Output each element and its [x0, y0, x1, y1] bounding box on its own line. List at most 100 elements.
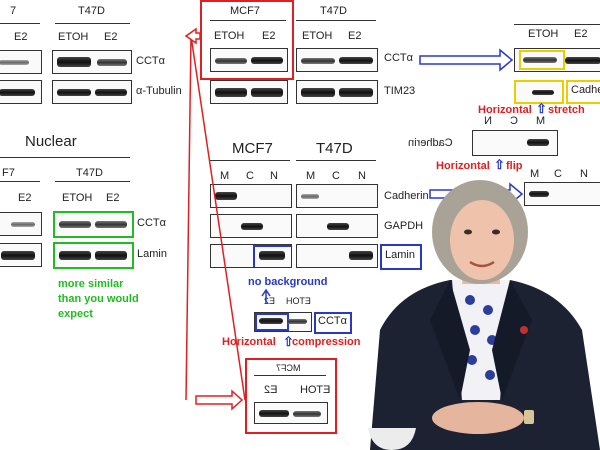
lane-m: M: [530, 168, 540, 180]
blot-tubulin-left: [0, 80, 42, 104]
face: [450, 200, 514, 280]
nuclear-sub-line-left: [0, 181, 40, 182]
label-small-cct: CCTα: [318, 315, 347, 327]
lane-m: M: [220, 170, 230, 182]
nuclear-partial-label: F7: [2, 167, 15, 179]
lane-c: C: [246, 170, 254, 182]
nuclear-lane-e2: E2: [18, 192, 32, 204]
blot-cadherin-t47d: [296, 184, 378, 208]
blue-hollow-arrow-icon: [419, 48, 514, 72]
lane-e2: E2: [14, 31, 28, 43]
lapel-pin: [520, 326, 528, 334]
blot-mirrored-cadherin: [472, 130, 558, 156]
label-lamin: Lamin: [385, 249, 415, 261]
label-cct: CCTα: [136, 55, 165, 67]
blot-t47d-tim23: [296, 80, 378, 104]
blot-t47d-cct: [296, 48, 378, 72]
lane-c: C: [332, 170, 340, 182]
lane-e2: E2: [574, 28, 588, 40]
label-cadherin-partial: Cadhe: [571, 84, 600, 96]
blot-cct-right: [52, 50, 132, 74]
nuclear-sub-line-right: [55, 181, 130, 182]
up-arrow-icon: ⇧: [283, 334, 294, 349]
lane-n: N: [270, 170, 278, 182]
mirrored-header-line: [254, 375, 326, 376]
label-gapdh: GAPDH: [384, 220, 424, 232]
red-hollow-arrow-icon: [195, 389, 244, 411]
label-nuclear-cct: CCTα: [137, 217, 166, 229]
header-t47d: T47D: [320, 5, 347, 17]
label-cadherin: Cadherin: [384, 190, 429, 202]
up-arrow-icon: ⇧: [494, 157, 505, 172]
blot-nuclear-cct-left: [0, 212, 42, 236]
lane-c: C: [554, 168, 562, 180]
up-arrow-icon: ⇧: [536, 101, 547, 116]
teacup: [368, 428, 416, 450]
lane-etoh: ETOH: [302, 30, 333, 42]
label-tim23: TIM23: [384, 85, 416, 97]
blot-mcf7-cct: [210, 48, 288, 72]
header-mcf7: MCF7: [230, 5, 260, 17]
hands: [432, 402, 524, 434]
blot-mirrored-cct: [254, 402, 328, 424]
red-arrow-line: [185, 35, 192, 401]
annotation-stretch: stretch: [548, 104, 585, 116]
blot-gapdh-t47d: [296, 214, 378, 238]
label-lamin: Lamin: [137, 248, 167, 260]
header-t47d: T47D: [78, 5, 105, 17]
annotation-horizontal: Horizontal: [436, 160, 490, 172]
nuclear-header-line: [0, 157, 130, 158]
lane-n: N: [580, 168, 588, 180]
header-line-t47d: [296, 20, 376, 21]
note-line-2: than you would: [58, 293, 139, 305]
note-line-3: expect: [58, 308, 93, 320]
red-arrow-line: [190, 35, 246, 401]
nuclear-lane-e2: E2: [106, 192, 120, 204]
highlight-small-cct-label: [314, 312, 352, 334]
nuclear-title: Nuclear: [25, 133, 77, 150]
annotation-flip: flip: [506, 160, 523, 172]
header-line-t47d: [55, 23, 130, 24]
lane-e2: E2: [104, 31, 118, 43]
person-photo: [368, 180, 600, 450]
lane-n: N: [358, 170, 366, 182]
blot-lamin-t47d: [296, 244, 378, 268]
annotation-compression: compression: [292, 336, 361, 348]
nuclear-lane-etoh: ETOH: [62, 192, 93, 204]
red-hollow-arrow-icon: [184, 27, 201, 45]
label-tubulin: α-Tubulin: [136, 85, 182, 97]
highlight-box-mirrored: [245, 358, 337, 434]
blot-lamin-left: [0, 243, 42, 267]
blouse: [452, 280, 510, 400]
lane-etoh: ETOH: [214, 30, 245, 42]
blue-up-arrow-icon: [261, 288, 271, 304]
highlight-lamin-label: [380, 244, 422, 270]
annotation-no-background: no background: [248, 276, 328, 288]
header-t47d-fraction: T47D: [316, 140, 353, 157]
highlight-cadherin-label: [566, 80, 600, 104]
blot-stretched-cadherin: [514, 80, 564, 104]
wristwatch: [524, 410, 534, 424]
header-line-mcf7-fraction: [210, 160, 290, 161]
blot-cadherin-right: [524, 182, 600, 206]
blot-mcf7-tim23: [210, 80, 288, 104]
lane-etoh: ETOH: [528, 28, 559, 40]
annotation-horizontal: Horizontal: [478, 104, 532, 116]
blot-lamin-right: [53, 242, 134, 269]
label-cct: CCTα: [384, 52, 413, 64]
blot-nuclear-cct-right: [53, 211, 134, 238]
header-line-right: [514, 24, 600, 25]
header-line-t47d-fraction: [296, 160, 376, 161]
lane-e2: E2: [262, 30, 276, 42]
blot-cct-left: [0, 50, 42, 74]
highlight-box-mcf7: [200, 0, 294, 80]
blot-stretched-cct: [514, 48, 600, 72]
blot-small-cct: [254, 312, 312, 332]
header-line-mcf7: [210, 20, 286, 21]
header-line-partial: [0, 23, 40, 24]
header-partial-label: 7: [10, 5, 17, 17]
lane-e2: E2: [348, 30, 362, 42]
lane-etoh: ETOH: [58, 31, 89, 43]
header-mcf7-fraction: MCF7: [232, 140, 273, 157]
blot-cadherin-mcf7: [210, 184, 292, 208]
